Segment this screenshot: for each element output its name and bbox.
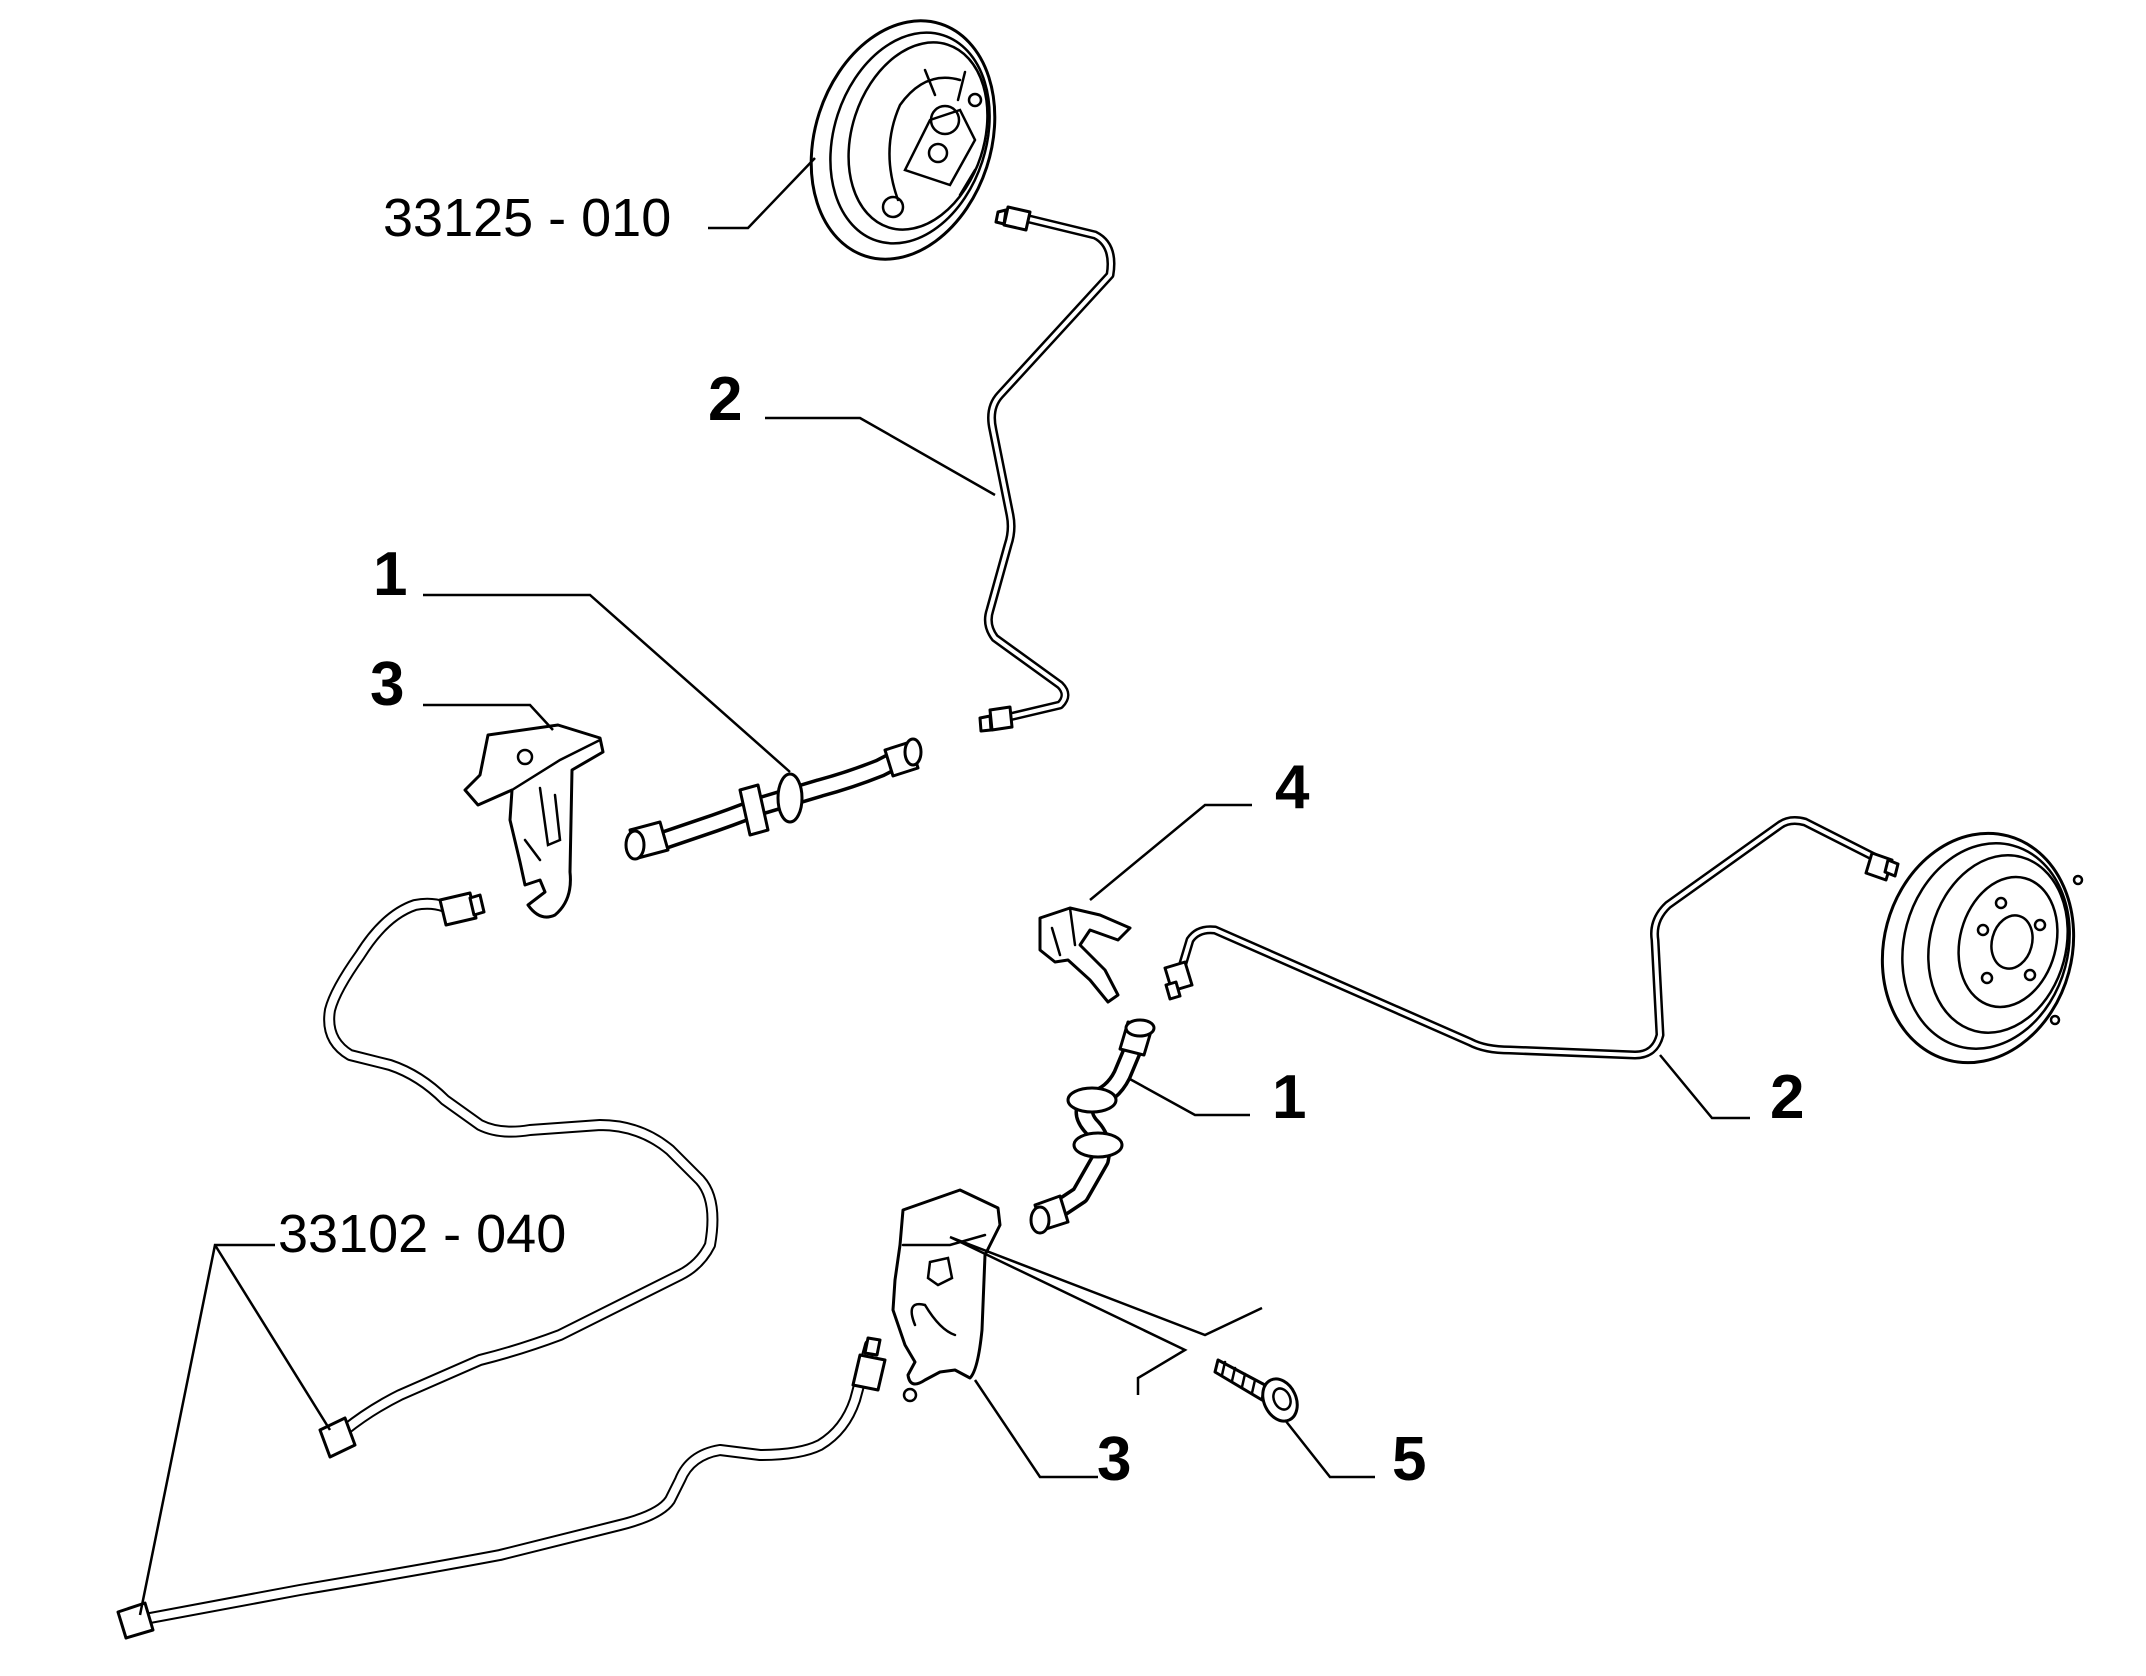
- flexible-hose-left: [624, 737, 923, 861]
- label-pipe-upper: 2: [708, 365, 742, 434]
- leader-bracket-right: [973, 1379, 1098, 1479]
- drum-backplate-left: [809, 19, 997, 261]
- ghost-pipe-bottom: [116, 1336, 887, 1640]
- brake-pipe-upper: [978, 205, 1116, 733]
- leader-hose-left: [423, 593, 791, 773]
- leader-screw: [1284, 1419, 1375, 1479]
- label-ref-drum: 33125 - 010: [383, 188, 671, 248]
- clip: [1038, 906, 1132, 1004]
- brake-drum-right: [1880, 831, 2084, 1065]
- leader-screw-split: [949, 1235, 1263, 1395]
- leader-pipe-right: [1659, 1054, 1750, 1120]
- bracket-right: [891, 1188, 1002, 1403]
- label-bracket-left: 3: [370, 650, 404, 719]
- label-ref-ghost: 33102 - 040: [278, 1204, 566, 1264]
- label-pipe-right: 2: [1770, 1063, 1804, 1132]
- label-bracket-right: 3: [1097, 1425, 1131, 1494]
- leader-bracket-left: [423, 703, 554, 731]
- label-hose-left: 1: [373, 540, 407, 609]
- label-clip: 4: [1275, 753, 1310, 822]
- leader-pipe-upper: [765, 416, 996, 497]
- screw: [1213, 1358, 1299, 1423]
- leader-clip: [1089, 803, 1252, 901]
- brake-pipe-right: [1163, 816, 1900, 1060]
- label-screw: 5: [1392, 1425, 1426, 1494]
- leader-ref-ghost: [138, 1243, 332, 1616]
- leader-ref-drum: [708, 157, 816, 230]
- leader-hose-right: [1127, 1076, 1250, 1117]
- flexible-hose-right: [1029, 1018, 1156, 1235]
- label-hose-right: 1: [1272, 1063, 1306, 1132]
- bracket-left: [463, 723, 605, 919]
- ghost-pipe-left: [318, 891, 719, 1459]
